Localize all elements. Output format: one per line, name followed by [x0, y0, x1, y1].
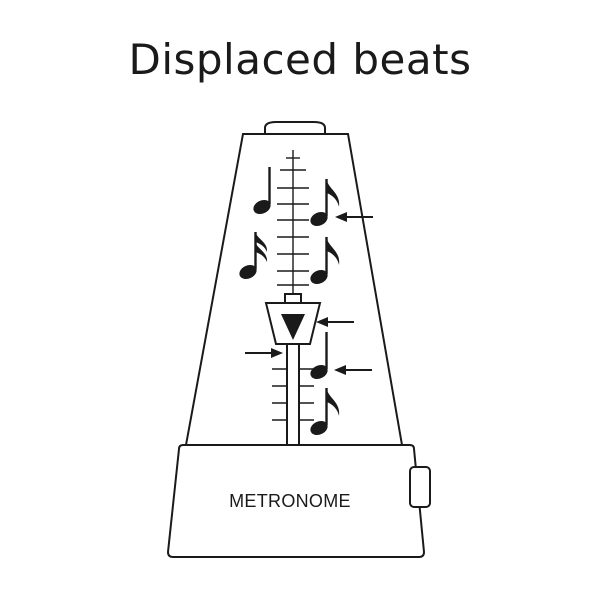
pendulum-weight: [264, 293, 322, 345]
winding-key: [409, 466, 431, 508]
illustration-title: Displaced beats: [128, 35, 472, 84]
pendulum-rod: [286, 339, 300, 446]
metronome-base: [166, 444, 426, 558]
metronome-top-knob: [264, 121, 326, 135]
metronome-label: METRONOME: [229, 491, 351, 511]
